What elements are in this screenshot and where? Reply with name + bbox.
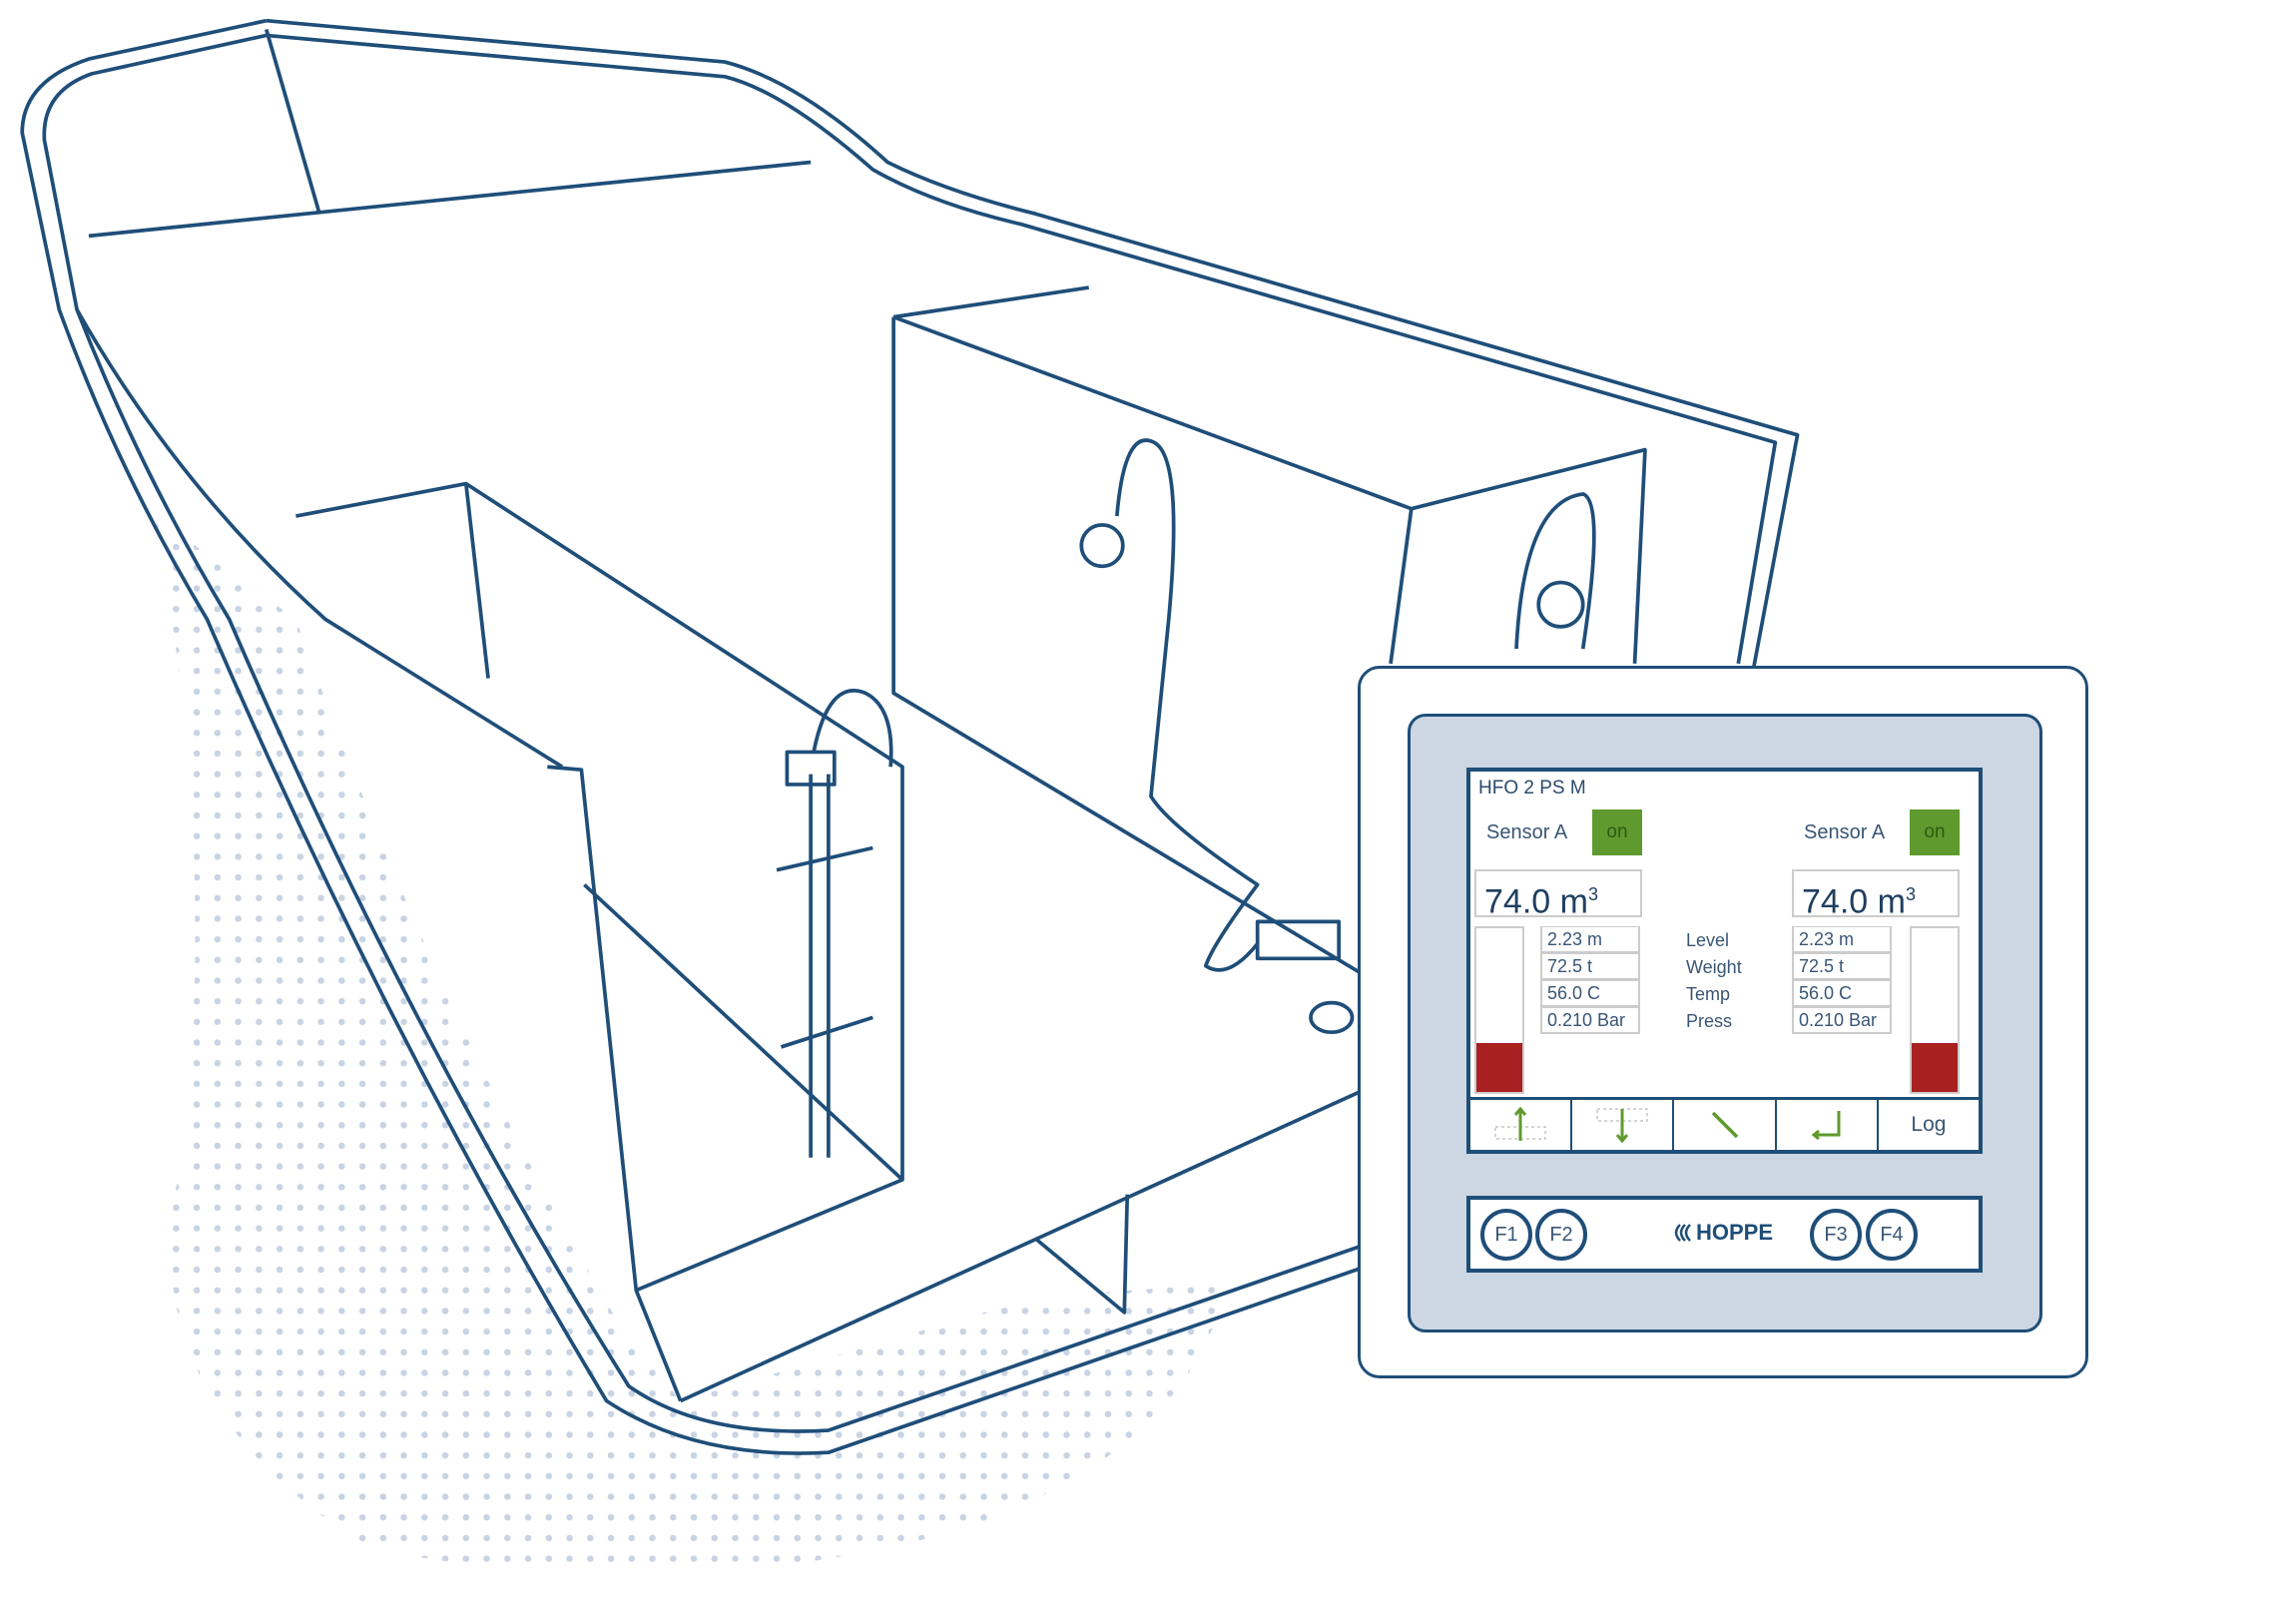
- f1-button[interactable]: F1: [1480, 1209, 1532, 1261]
- drain-down-button[interactable]: [1572, 1100, 1675, 1150]
- right-temp-value: 56.0 C: [1792, 980, 1892, 1007]
- label-weight: Weight: [1686, 957, 1742, 977]
- right-level-fill: [1912, 1042, 1958, 1092]
- tank-title: HFO 2 PS M: [1478, 778, 1586, 798]
- dot-pattern-background: [155, 516, 1229, 1575]
- label-temp: Temp: [1686, 984, 1731, 1004]
- right-sensor-status-button[interactable]: on: [1910, 809, 1960, 855]
- right-press-value: 0.210 Bar: [1792, 1007, 1892, 1034]
- fill-up-icon: [1494, 1107, 1546, 1141]
- drain-down-icon: [1596, 1108, 1648, 1143]
- right-weight-value: 72.5 t: [1792, 953, 1892, 980]
- hoppe-logo-waves-icon: [1674, 1224, 1691, 1242]
- diagonal-button[interactable]: [1674, 1100, 1777, 1150]
- fill-up-button[interactable]: [1470, 1100, 1573, 1150]
- hull-outline: [266, 18, 1800, 672]
- f2-button[interactable]: F2: [1535, 1209, 1587, 1261]
- left-level-fill: [1476, 1042, 1522, 1092]
- f3-button[interactable]: F3: [1810, 1209, 1862, 1261]
- return-arrow-icon: [1811, 1111, 1841, 1141]
- right-volume-readout: 74.0 m3: [1792, 869, 1960, 921]
- function-key-bar: F1 F2 HOPPE F3 F4: [1466, 1196, 1983, 1273]
- left-level-bar: [1474, 926, 1524, 1094]
- hoppe-logo-text: HOPPE: [1696, 1220, 1774, 1245]
- right-level-value: 2.23 m: [1792, 926, 1892, 953]
- log-button[interactable]: Log: [1911, 1113, 1947, 1136]
- measurement-labels: Level Weight Temp Press: [1686, 927, 1742, 1035]
- left-sensor-status-button[interactable]: on: [1592, 809, 1642, 855]
- right-volume-value: 74.0 m: [1802, 882, 1906, 921]
- left-values: 2.23 m 72.5 t 56.0 C 0.210 Bar: [1540, 926, 1640, 1034]
- right-sensor-label: Sensor A: [1804, 821, 1886, 843]
- f4-button[interactable]: F4: [1866, 1209, 1918, 1261]
- left-weight-value: 72.5 t: [1540, 953, 1640, 980]
- right-values: 2.23 m 72.5 t 56.0 C 0.210 Bar: [1792, 926, 1892, 1034]
- screen-toolbar: Log: [1470, 1097, 1979, 1150]
- left-press-value: 0.210 Bar: [1540, 1007, 1640, 1034]
- label-level: Level: [1686, 930, 1730, 950]
- left-level-value: 2.23 m: [1540, 926, 1640, 953]
- label-press: Press: [1686, 1011, 1733, 1031]
- left-sensor-label: Sensor A: [1486, 821, 1568, 843]
- return-button[interactable]: [1777, 1100, 1879, 1150]
- left-temp-value: 56.0 C: [1540, 980, 1640, 1007]
- right-volume-unit-sup: 3: [1905, 884, 1916, 904]
- tank-monitor-screen: HFO 2 PS M Sensor A on Sensor A on 74.0 …: [1466, 768, 1983, 1154]
- left-volume-value: 74.0 m: [1484, 882, 1588, 921]
- left-volume-readout: 74.0 m3: [1474, 869, 1642, 921]
- left-volume-unit-sup: 3: [1587, 884, 1598, 904]
- diagonal-arrow-icon: [1711, 1111, 1738, 1139]
- right-level-bar: [1910, 926, 1960, 1094]
- hoppe-logo: HOPPE: [1670, 1220, 1773, 1246]
